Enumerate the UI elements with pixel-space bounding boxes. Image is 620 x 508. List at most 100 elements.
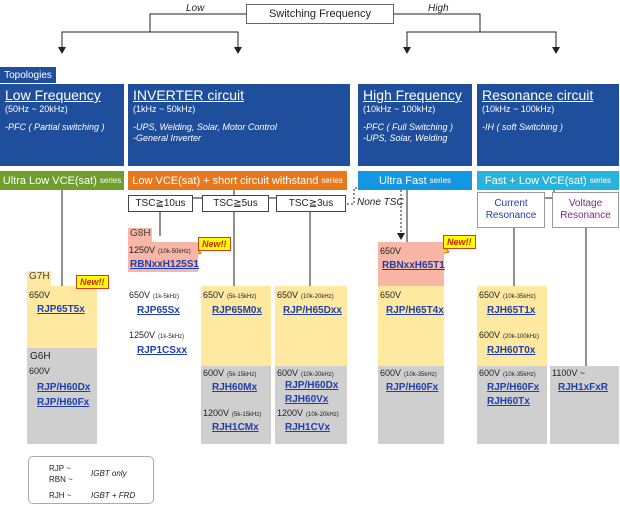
col6-yellow-block (477, 286, 547, 366)
category-description-line: -UPS, Welding, Solar, Motor Control (133, 122, 277, 132)
product-link-rjp-h60fx[interactable]: RJP/H60Fx (386, 382, 439, 393)
voltage-resonance-box: Voltage Resonance (552, 192, 619, 228)
series-suffix: series (429, 176, 452, 185)
product-link-rjp1csxx[interactable]: RJP1CSxx (137, 345, 188, 356)
category-description-line: -PFC ( Full Switching ) (363, 122, 454, 132)
product-link-rjh65t1x[interactable]: RJH65T1x (487, 305, 536, 316)
product-link-rjp-h65t4x[interactable]: RJP/H65T4x (386, 305, 444, 316)
frequency-range: (10k-35kHz) (503, 372, 536, 378)
legend-rjp: RJP ~ (49, 464, 71, 473)
category-resonance-circuit: Resonance circuit (10kHz ~ 100kHz) -IH (… (477, 84, 619, 166)
new-badge: New!! (443, 235, 476, 249)
g8h-label: G8H (128, 228, 152, 242)
product-link-rjp-h60dx[interactable]: RJP/H60Dx (37, 382, 91, 393)
legend-rbn: RBN ~ (49, 475, 73, 484)
frequency-range: (10k-20kHz) (301, 372, 334, 378)
category-frequency: (10kHz ~ 100kHz) (363, 104, 436, 114)
topologies-label: Topologies (0, 67, 56, 83)
g7h-label: G7H (27, 271, 51, 286)
category-frequency: (1kHz ~ 50kHz) (133, 104, 196, 114)
product-link-rjp-h60dx[interactable]: RJP/H60Dx (285, 380, 339, 391)
product-link-rjh60vx[interactable]: RJH60Vx (285, 394, 329, 405)
voltage-label: 600V(10k-20kHz) (277, 368, 334, 378)
col1-g6h-block (27, 348, 97, 444)
col7-gray-block (550, 366, 619, 444)
frequency-range: (5k-15kHz) (232, 412, 262, 418)
series-suffix: series (321, 176, 343, 185)
tsc-3us-box: TSC≧3us (276, 195, 346, 212)
series-fast-low-vcesat: Fast + Low VCE(sat)series (477, 171, 619, 190)
col3-yellow-block (201, 286, 271, 366)
product-link-rjp65t5x[interactable]: RJP65T5x (37, 304, 85, 315)
frequency-range: (20k-100kHz) (503, 334, 540, 340)
product-link-rjp65m0x[interactable]: RJP65M0x (212, 305, 263, 316)
current-resonance-box: Current Resonance (477, 192, 545, 228)
col3-gray-block (201, 366, 271, 444)
product-link-rjh1cmx[interactable]: RJH1CMx (212, 422, 259, 433)
voltage-value: 600V (479, 368, 501, 378)
product-link-rjh1xfxr[interactable]: RJH1xFxR (558, 382, 609, 393)
voltage-label: 650V(10k-35kHz) (479, 290, 536, 300)
legend-igbt-frd: IGBT + FRD (91, 491, 136, 500)
category-title: Resonance circuit (482, 87, 594, 103)
voltage-label: 1250V(1k-5kHz) (129, 330, 184, 340)
voltage-label: 600V(20k-100kHz) (479, 330, 539, 340)
voltage-value: 600V (203, 368, 225, 378)
col5-yellow-block (378, 286, 444, 366)
col4-gray-block (275, 366, 347, 444)
product-link-rbnxxh125s1[interactable]: RBNxxH125S1 (130, 259, 199, 270)
category-frequency: (50Hz ~ 20kHz) (5, 104, 68, 114)
voltage-label: 600V (29, 366, 51, 376)
voltage-label: 650V(5k-15kHz) (203, 290, 256, 300)
series-suffix: series (589, 176, 612, 185)
product-link-rjp-h60fx[interactable]: RJP/H60Fx (487, 382, 540, 393)
category-description-line: -UPS, Solar, Welding (363, 133, 448, 143)
voltage-value: 650V (129, 290, 151, 300)
category-frequency: (10kHz ~ 100kHz) (482, 104, 555, 114)
category-description: -PFC ( Full Switching ) -UPS, Solar, Wel… (363, 122, 467, 144)
voltage-resonance-line: Resonance (560, 210, 611, 221)
product-link-rjp-h60fx[interactable]: RJP/H60Fx (37, 397, 90, 408)
voltage-label: 1250V(10k-50kHz) (129, 245, 191, 255)
frequency-range: (10k-35kHz) (503, 294, 536, 300)
product-link-rjh1cvx[interactable]: RJH1CVx (285, 422, 331, 433)
category-title: High Frequency (363, 87, 462, 103)
product-link-rjh60mx[interactable]: RJH60Mx (212, 382, 258, 393)
frequency-range: (5k-15kHz) (227, 294, 257, 300)
legend-box: RJP ~ RBN ~ IGBT only RJH ~ IGBT + FRD (28, 456, 154, 504)
switching-frequency-box: Switching Frequency (246, 4, 394, 24)
voltage-label: 650V(10k-20kHz) (277, 290, 334, 300)
voltage-label: 650V(1k-5kHz) (129, 290, 179, 300)
product-link-rjh60tx[interactable]: RJH60Tx (487, 396, 530, 407)
new-badge: New!! (198, 237, 231, 251)
voltage-value: 1200V (277, 408, 304, 418)
frequency-range: (1k-5kHz) (153, 294, 180, 300)
current-resonance-line: Current (494, 198, 528, 209)
product-link-rjp65sx[interactable]: RJP65Sx (137, 305, 180, 316)
product-link-rbnxxh65t1[interactable]: RBNxxH65T1 (382, 260, 445, 271)
voltage-label: 1200V(5k-15kHz) (203, 408, 261, 418)
tsc-10us-box: TSC≧10us (128, 195, 193, 212)
voltage-value: 1200V (203, 408, 230, 418)
high-label: High (428, 3, 449, 14)
series-ultra-low-vcesat: Ultra Low VCE(sat)series (0, 171, 124, 190)
col5-pink-block (378, 242, 444, 286)
voltage-value: 650V (479, 290, 501, 300)
voltage-label: 650V (380, 290, 402, 300)
category-inverter-circuit: INVERTER circuit (1kHz ~ 50kHz) -UPS, We… (128, 84, 350, 166)
category-title: Low Frequency (5, 87, 101, 103)
voltage-value: 600V (479, 330, 501, 340)
category-description: -UPS, Welding, Solar, Motor Control -Gen… (133, 122, 345, 144)
voltage-resonance-line: Voltage (568, 198, 603, 209)
product-link-rjh60t0x[interactable]: RJH60T0x (487, 345, 536, 356)
category-low-frequency: Low Frequency (50Hz ~ 20kHz) -PFC ( Part… (0, 84, 124, 166)
voltage-label: 600V(10k-35kHz) (380, 368, 437, 378)
low-label: Low (186, 3, 205, 14)
category-description: -PFC ( Partial switching ) (5, 122, 105, 132)
g6h-label: G6H (30, 351, 51, 362)
product-link-rjp-h65dxx[interactable]: RJP/H65Dxx (283, 305, 342, 316)
voltage-label: 1200V(10k-20kHz) (277, 408, 339, 418)
voltage-value: 600V (380, 368, 402, 378)
